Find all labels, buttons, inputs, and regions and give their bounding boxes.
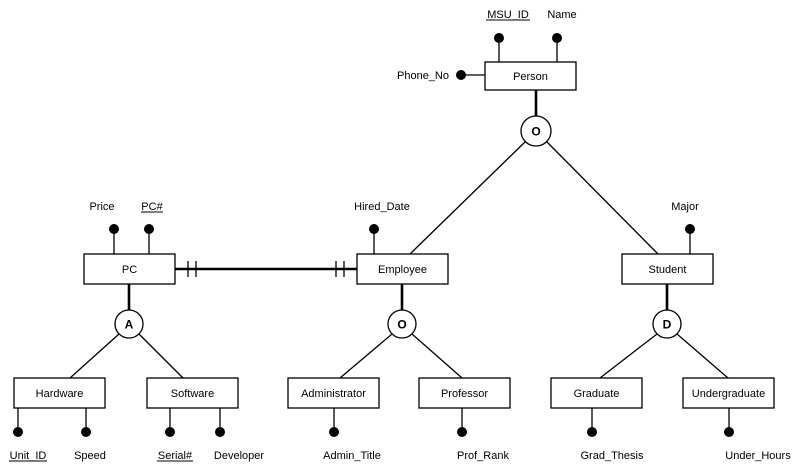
- spec-undergraduate-line: [676, 333, 729, 379]
- entity-administrator-label: Administrator: [301, 388, 366, 400]
- attr-developer: Developer: [214, 450, 264, 462]
- student-specialization-label: D: [663, 318, 672, 332]
- attr-phone-no: Phone_No: [397, 70, 449, 82]
- attr-major: Major: [671, 201, 699, 213]
- attribute-dot: [587, 427, 597, 437]
- attribute-dot: [329, 427, 339, 437]
- attr-unit-id: Unit_ID: [10, 450, 47, 462]
- spec-employee-line: [409, 141, 526, 255]
- attribute-dot: [81, 427, 91, 437]
- attribute-dot: [456, 70, 466, 80]
- attr-hired-date: Hired_Date: [354, 201, 410, 213]
- attr-admin-title: Admin_Title: [323, 450, 381, 462]
- entity-person: [484, 61, 577, 91]
- entity-hardware-label: Hardware: [36, 388, 84, 400]
- pc-specialization-label: A: [125, 318, 134, 332]
- person-specialization-circle: [520, 115, 552, 147]
- attr-name: Name: [547, 9, 576, 21]
- student-specialization-circle: [652, 309, 682, 339]
- spec-professor-line: [411, 333, 463, 379]
- attr-pc-num: PC#: [141, 201, 163, 213]
- attribute-dot: [494, 33, 504, 43]
- entity-administrator: [287, 377, 380, 409]
- attribute-dot: [215, 427, 225, 437]
- entity-employee: [356, 253, 449, 285]
- attr-serial-num: Serial#: [158, 450, 193, 462]
- attribute-dot: [457, 427, 467, 437]
- attr-under-hours: Under_Hours: [725, 450, 791, 462]
- attribute-dot: [13, 427, 23, 437]
- entity-person-label: Person: [513, 71, 548, 83]
- attribute-dot: [685, 224, 695, 234]
- entity-graduate: [550, 377, 643, 409]
- entity-software-label: Software: [171, 388, 214, 400]
- entity-hardware: [13, 377, 106, 409]
- spec-hardware-line: [69, 333, 120, 379]
- attribute-dot: [144, 224, 154, 234]
- entity-professor-label: Professor: [441, 388, 488, 400]
- spec-software-line: [138, 333, 184, 379]
- entity-professor: [418, 377, 511, 409]
- attr-speed: Speed: [74, 450, 106, 462]
- entity-student: [621, 253, 714, 285]
- entity-undergraduate: [682, 377, 775, 409]
- employee-specialization-label: O: [397, 318, 406, 332]
- attribute-dot: [165, 427, 175, 437]
- entity-employee-label: Employee: [378, 264, 427, 276]
- spec-graduate-line: [599, 333, 658, 379]
- entity-pc: [83, 253, 176, 285]
- entity-pc-label: PC: [122, 264, 137, 276]
- pc-specialization-circle: [114, 309, 144, 339]
- entity-software: [146, 377, 239, 409]
- attribute-dot: [369, 224, 379, 234]
- spec-administrator-line: [339, 333, 393, 379]
- entity-undergraduate-label: Undergraduate: [692, 388, 765, 400]
- spec-student-line: [546, 141, 659, 255]
- attribute-dot: [109, 224, 119, 234]
- entity-graduate-label: Graduate: [574, 388, 620, 400]
- person-specialization-label: O: [531, 125, 540, 139]
- entity-student-label: Student: [649, 264, 687, 276]
- attr-grad-thesis: Grad_Thesis: [581, 450, 644, 462]
- attribute-dot: [724, 427, 734, 437]
- attribute-dot: [552, 33, 562, 43]
- attr-prof-rank: Prof_Rank: [457, 450, 509, 462]
- attr-price: Price: [89, 201, 114, 213]
- employee-specialization-circle: [387, 309, 417, 339]
- attr-msu-id: MSU_ID: [487, 9, 529, 21]
